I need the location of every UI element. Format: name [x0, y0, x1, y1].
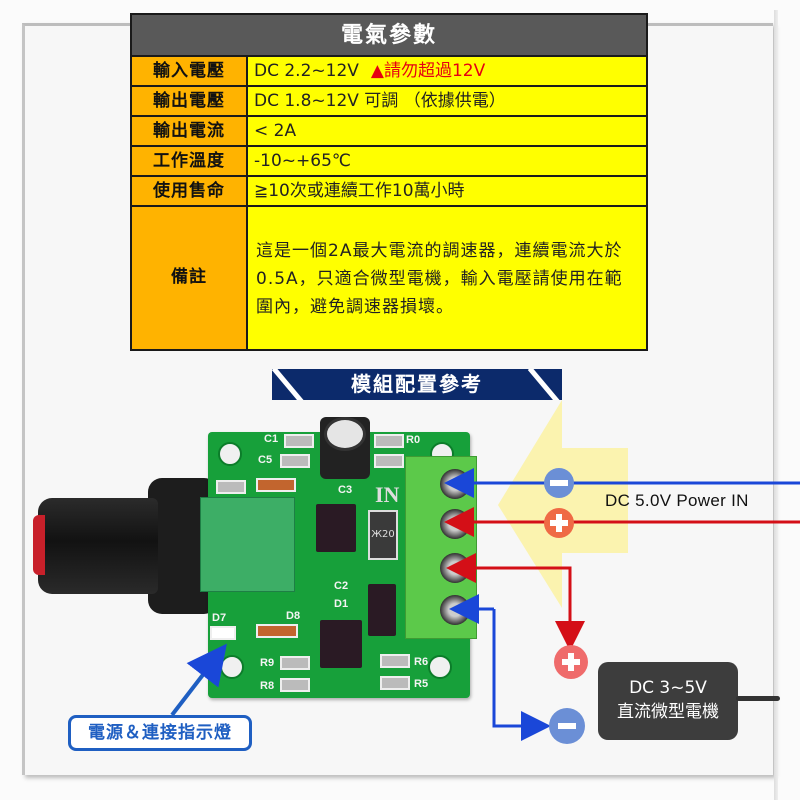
voltage-warning: ▲請勿超過12V: [370, 61, 486, 81]
input-positive-icon: [544, 508, 574, 538]
power-in-label: DC 5.0V Power IN: [605, 491, 749, 510]
label-c1: C1: [264, 433, 279, 445]
spec-row-input-voltage: 輸入電壓 DC 2.2~12V ▲請勿超過12V: [132, 57, 646, 87]
spec-value: DC 2.2~12V ▲請勿超過12V: [248, 57, 646, 85]
potentiometer-knob: [38, 498, 158, 594]
component-resistor: [216, 480, 246, 494]
ic-chip-bottom: [320, 620, 362, 668]
led-d7: [210, 626, 236, 640]
spec-value: < 2A: [248, 117, 646, 145]
mount-hole: [218, 442, 242, 466]
component-c1: [284, 434, 314, 448]
component-r5: [380, 676, 410, 690]
label-d1: D1: [334, 598, 349, 610]
fuse: Ж20: [368, 510, 398, 560]
spec-row-output-current: 輸出電流 < 2A: [132, 117, 646, 147]
spec-row-output-voltage: 輸出電壓 DC 1.8~12V 可調 （依據供電）: [132, 87, 646, 117]
frame-edge: [774, 10, 778, 800]
input-negative-icon: [544, 468, 574, 498]
label-r8: R8: [260, 680, 275, 692]
spec-value: ≧10次或連續工作10萬小時: [248, 177, 646, 205]
electrolytic-capacitor: [320, 417, 370, 479]
label-r9: R9: [260, 657, 275, 669]
diode-d1: [368, 584, 396, 636]
label-c2: C2: [334, 580, 349, 592]
knob-red-cap: [33, 515, 45, 575]
spec-label: 工作溫度: [132, 147, 248, 175]
label-c3: C3: [338, 484, 353, 496]
motor-wire: [736, 696, 780, 701]
component-resistor: [374, 454, 404, 468]
spec-table-title: 電氣參數: [132, 15, 646, 57]
spec-row-lifetime: 使用售命 ≧10次或連續工作10萬小時: [132, 177, 646, 207]
diode-d8: [256, 624, 298, 638]
label-c5: C5: [258, 454, 273, 466]
mount-hole: [428, 655, 452, 679]
banner-title: 模組配置參考: [351, 372, 483, 396]
label-in: IN: [375, 482, 400, 507]
spec-label: 使用售命: [132, 177, 248, 205]
label-r5: R5: [414, 678, 429, 690]
component-diode: [256, 478, 296, 492]
output-negative-icon: [549, 708, 585, 744]
potentiometer-body: [200, 497, 295, 592]
spec-label: 輸入電壓: [132, 57, 248, 85]
motor-label: DC 3~5V 直流微型電機: [598, 662, 738, 740]
component-r6: [380, 654, 410, 668]
motor-type: 直流微型電機: [617, 702, 719, 722]
spec-label: 輸出電流: [132, 117, 248, 145]
label-r0: R0: [406, 434, 421, 446]
spec-label: 輸出電壓: [132, 87, 248, 115]
spec-row-temperature: 工作溫度 -10~+65℃: [132, 147, 646, 177]
spec-value: 這是一個2A最大電流的調速器，連續電流大於0.5A，只適合微型電機，輸入電壓請使…: [248, 207, 646, 349]
indicator-light-callout: 電源＆連接指示燈: [68, 715, 252, 751]
label-d7: D7: [212, 612, 227, 624]
motor-voltage: DC 3~5V: [629, 678, 707, 698]
spec-value: DC 1.8~12V 可調 （依據供電）: [248, 87, 646, 115]
section-banner: 模組配置參考: [272, 369, 562, 400]
component-r9: [280, 656, 310, 670]
component-r8: [280, 678, 310, 692]
spec-row-remarks: 備註 這是一個2A最大電流的調速器，連續電流大於0.5A，只適合微型電機，輸入電…: [132, 207, 646, 349]
label-d8: D8: [286, 610, 301, 622]
input-arrow-icon: [498, 400, 628, 608]
output-positive-icon: [554, 645, 588, 679]
spec-value-text: DC 2.2~12V: [254, 61, 359, 81]
spec-table: 電氣參數 輸入電壓 DC 2.2~12V ▲請勿超過12V 輸出電壓 DC 1.8…: [130, 13, 648, 351]
ic-chip-top: [316, 504, 356, 552]
spec-value: -10~+65℃: [248, 147, 646, 175]
component-c5: [280, 454, 310, 468]
spec-label: 備註: [132, 207, 248, 349]
component-r0: [374, 434, 404, 448]
label-r6: R6: [414, 656, 429, 668]
